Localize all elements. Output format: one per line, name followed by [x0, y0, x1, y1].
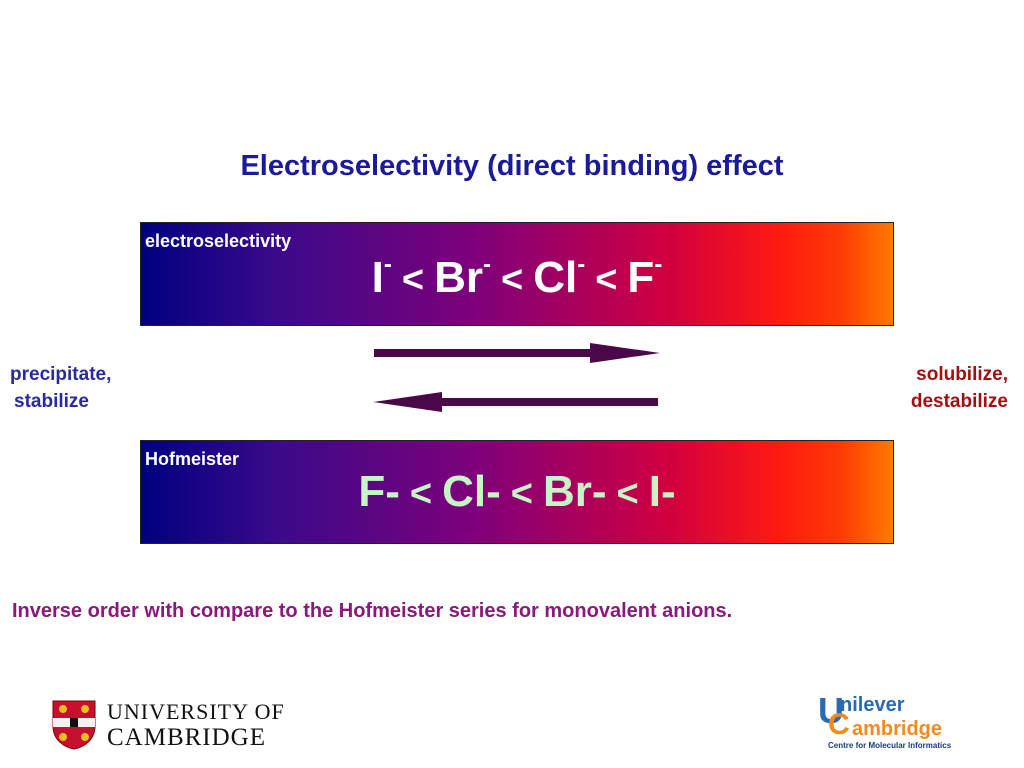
ion-bromide: Br- [434, 251, 492, 302]
ion-fluoride: F- [358, 467, 400, 516]
right-arrow-icon [374, 343, 660, 363]
right-side-label: solubilize, destabilize [910, 364, 1008, 412]
less-than-sign: < [510, 473, 533, 515]
electroselectivity-band: electroselectivity I-<Br-<Cl-<F- [140, 222, 894, 326]
direction-arrows [373, 343, 660, 412]
less-than-sign: < [616, 473, 639, 515]
hofmeister-series: F-<Cl-<Br-<I- [141, 467, 893, 517]
less-than-sign: < [409, 473, 433, 515]
left-side-label: precipitate, stabilize [10, 364, 112, 412]
left-arrow-icon [373, 392, 658, 412]
logo-letter-u: U [818, 690, 844, 731]
logo-word-cambridge: ambridge [852, 718, 943, 740]
ion-iodide: I- [648, 467, 676, 516]
cambridge-shield-icon [52, 700, 96, 750]
hofmeister-band: Hofmeister F-<Cl-<Br-<I- [140, 440, 894, 544]
less-than-sign: < [595, 259, 618, 301]
cambridge-wordmark: UNIVERSITY OF CAMBRIDGE [107, 699, 285, 752]
ion-chloride: Cl- [533, 251, 586, 302]
electroselectivity-series: I-<Br-<Cl-<F- [141, 251, 893, 303]
conclusion-text: Inverse order with compare to the Hofmei… [12, 600, 733, 622]
logo-word-unilever: nilever [840, 694, 905, 716]
logo-tagline: Centre for Molecular Informatics [828, 741, 952, 750]
band-label-hofmeister: Hofmeister [145, 449, 240, 469]
ion-bromide: Br- [542, 467, 607, 516]
ion-iodide: I- [371, 251, 392, 302]
slide-title: Electroselectivity (direct binding) effe… [240, 150, 784, 182]
less-than-sign: < [401, 259, 425, 301]
ion-chloride: Cl- [442, 467, 501, 516]
unilever-cambridge-logo: U nilever C ambridge Centre for Molecula… [818, 690, 978, 750]
less-than-sign: < [501, 259, 524, 301]
band-label-electroselectivity: electroselectivity [145, 231, 292, 251]
ion-fluoride: F- [627, 251, 663, 302]
logo-letter-c: C [828, 708, 850, 741]
